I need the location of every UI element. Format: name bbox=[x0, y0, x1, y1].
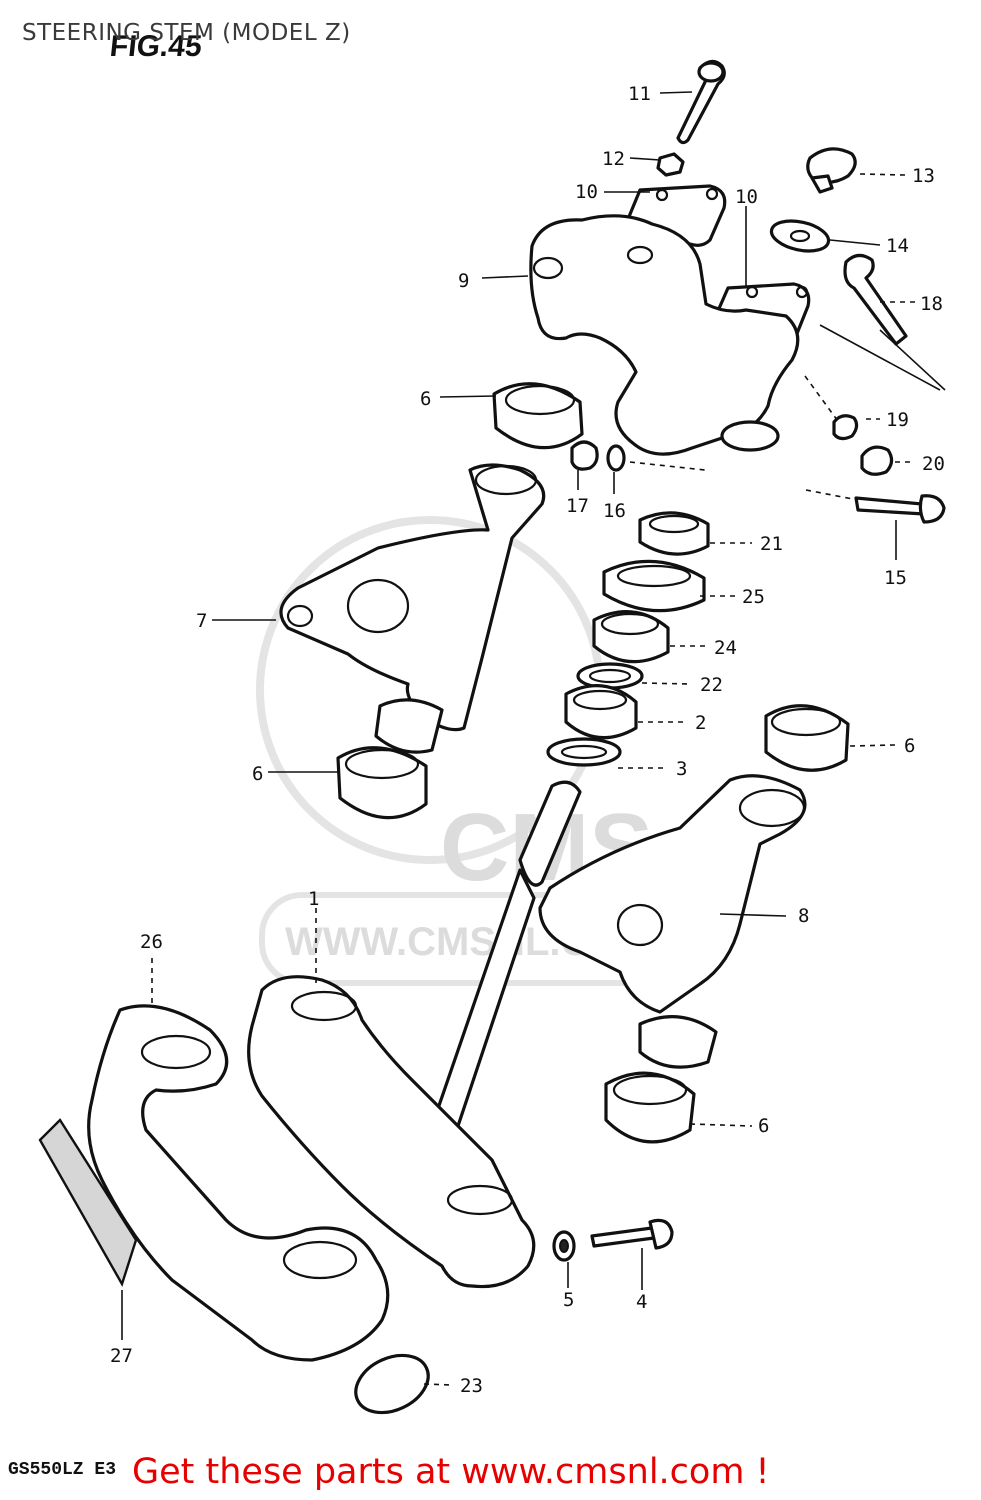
callout-10-left: 10 bbox=[575, 181, 598, 203]
part-6-rubber-right-lower bbox=[604, 1071, 696, 1144]
part-11-bolt bbox=[676, 59, 726, 145]
page-title: STEERING STEM (MODEL Z) bbox=[22, 20, 351, 46]
part-18-bolt bbox=[843, 253, 908, 346]
callout-4: 4 bbox=[636, 1291, 647, 1313]
part-16-washer bbox=[606, 444, 626, 472]
callout-24: 25 bbox=[742, 586, 765, 608]
callout-21: 21 bbox=[760, 533, 783, 555]
part-9-upper-bracket bbox=[529, 214, 800, 456]
callout-17: 17 bbox=[566, 495, 589, 517]
callout-6-left: 6 bbox=[252, 763, 263, 785]
callout-13: 13 bbox=[912, 165, 935, 187]
part-24-nut bbox=[602, 559, 706, 613]
part-7-left-bracket bbox=[279, 463, 546, 754]
callout-9: 9 bbox=[458, 270, 469, 292]
part-14-washer bbox=[769, 219, 831, 253]
part-13-bolt bbox=[806, 147, 857, 194]
callout-1: 1 bbox=[308, 888, 319, 910]
part-25-cover bbox=[87, 1004, 390, 1362]
callout-26: 27 bbox=[110, 1345, 133, 1367]
callout-23: 24 bbox=[714, 637, 737, 659]
callout-12: 12 bbox=[602, 148, 625, 170]
callout-6-right-upper: 6 bbox=[904, 735, 915, 757]
promo-link[interactable]: Get these parts at www.cmsnl.com ! bbox=[132, 1452, 770, 1492]
part-1-steering-stem bbox=[247, 780, 582, 1289]
callout-18: 18 bbox=[920, 293, 943, 315]
part-21-locknut bbox=[638, 511, 710, 556]
part-17-cap bbox=[570, 440, 599, 471]
callout-15: 15 bbox=[884, 567, 907, 589]
model-code: GS550LZ E3 bbox=[8, 1460, 117, 1480]
part-5-washer bbox=[552, 1230, 576, 1262]
callout-numbers: 11 12 10 10 13 14 18 9 6 19 20 15 17 16 … bbox=[110, 83, 945, 1397]
callout-6-right-lower: 6 bbox=[758, 1115, 769, 1137]
callout-27: 23 bbox=[460, 1375, 483, 1397]
part-20-cap bbox=[860, 445, 894, 476]
callout-5: 5 bbox=[563, 1289, 574, 1311]
callout-8: 8 bbox=[798, 905, 809, 927]
part-12-nut bbox=[656, 152, 685, 177]
callout-19: 19 bbox=[886, 409, 909, 431]
callout-11: 11 bbox=[628, 83, 651, 105]
callout-10-right: 10 bbox=[735, 186, 758, 208]
callout-7: 7 bbox=[196, 610, 207, 632]
part-26-emblem bbox=[38, 1118, 138, 1287]
leader-lines bbox=[121, 91, 946, 1386]
part-2-bearing bbox=[564, 684, 638, 740]
callout-22: 22 bbox=[700, 674, 723, 696]
callout-2: 2 bbox=[695, 712, 706, 734]
callout-20: 20 bbox=[922, 453, 945, 475]
part-8-right-bracket bbox=[538, 774, 807, 1069]
callout-25: 26 bbox=[140, 931, 163, 953]
part-6-rubber-left bbox=[336, 746, 428, 820]
callout-16: 16 bbox=[603, 500, 626, 522]
part-23-cover bbox=[592, 610, 670, 664]
part-19-nut bbox=[832, 414, 859, 441]
part-4-bolt bbox=[590, 1218, 674, 1250]
part-22-seal bbox=[576, 662, 644, 690]
callout-14: 14 bbox=[886, 235, 909, 257]
part-27-plug bbox=[354, 1353, 430, 1415]
callout-6-upper: 6 bbox=[420, 388, 431, 410]
callout-3: 3 bbox=[676, 758, 687, 780]
part-6-rubber-right-upper bbox=[764, 704, 850, 772]
part-15-bolt bbox=[854, 494, 946, 524]
part-3-washer bbox=[546, 737, 622, 767]
part-6-rubber-upper bbox=[492, 382, 584, 450]
